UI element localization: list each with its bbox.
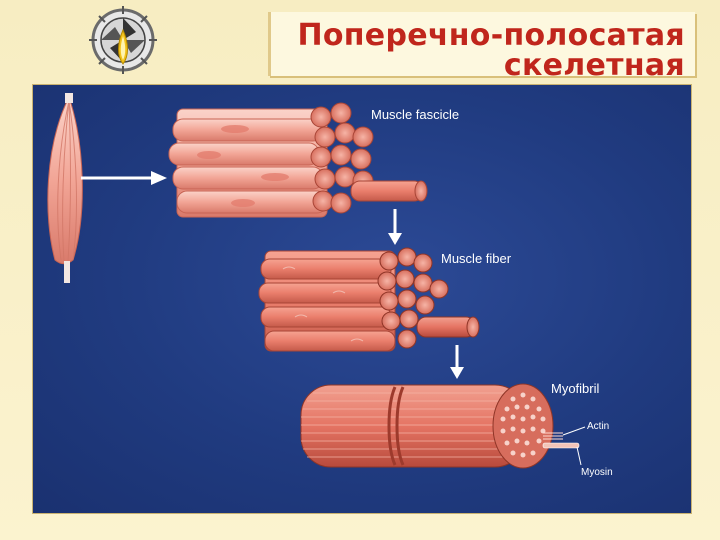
arrow-down-2: [450, 345, 464, 379]
myosin-filament: [543, 443, 579, 448]
label-myosin: Myosin: [581, 467, 613, 478]
ship-wheel-emblem-icon: [84, 0, 162, 80]
title-box: Поперечно-полосатая скелетная: [268, 12, 695, 76]
arrow-right: [81, 171, 167, 185]
diagram-artwork: [33, 85, 691, 513]
arrow-down-1: [388, 209, 402, 245]
label-myofibril: Myofibril: [551, 381, 599, 396]
slide-title-line2: скелетная: [504, 50, 685, 82]
whole-muscle: [48, 93, 83, 283]
label-muscle-fascicle: Muscle fascicle: [371, 107, 459, 122]
myofibril-cylinder: [301, 384, 585, 468]
muscle-structure-diagram: Muscle fascicle Muscle fiber Myofibril A…: [32, 84, 692, 514]
label-actin: Actin: [587, 421, 609, 432]
label-muscle-fiber: Muscle fiber: [441, 251, 511, 266]
